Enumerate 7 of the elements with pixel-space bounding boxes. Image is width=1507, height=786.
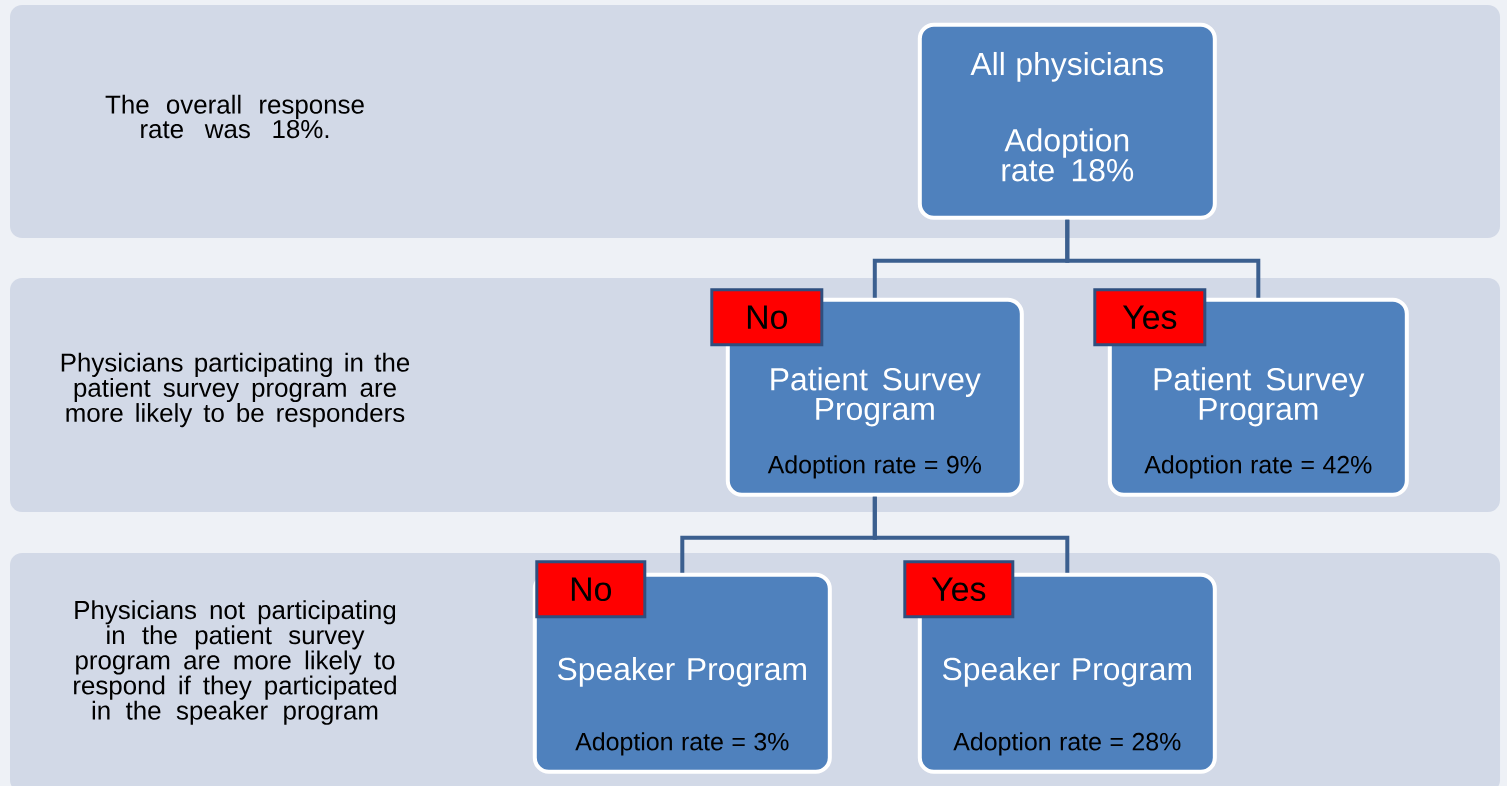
connector — [872, 496, 1070, 573]
process-box: All physicians Adoption rate 18% — [917, 22, 1217, 220]
answer-tag: Yes — [1093, 288, 1207, 347]
answer-tag: Yes — [903, 560, 1015, 619]
answer-tag: No — [535, 560, 647, 619]
answer-tag: No — [710, 288, 824, 347]
connector — [1065, 219, 1261, 298]
